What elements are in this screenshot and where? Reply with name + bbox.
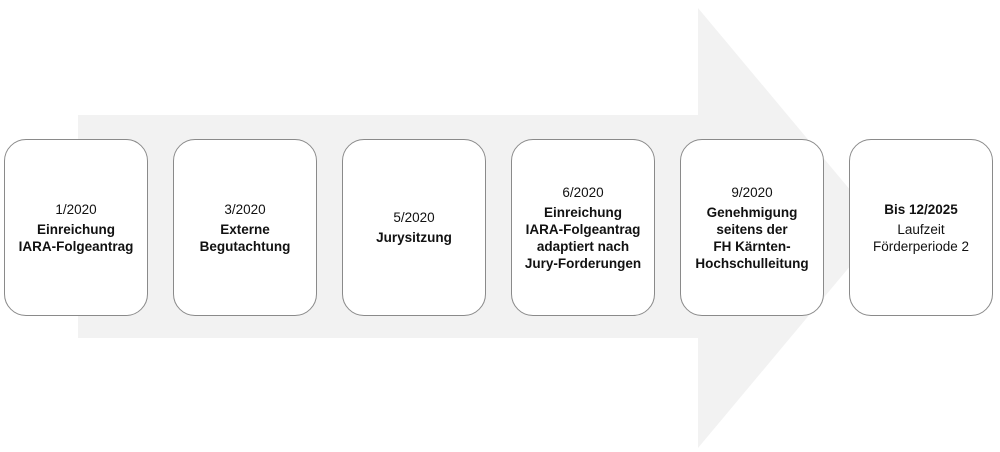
step-title: Externe Begutachtung <box>199 221 291 254</box>
step-title: Jurysitzung <box>376 230 452 245</box>
step-date: 5/2020 <box>393 210 435 225</box>
timeline-step-4: 6/2020 Einreichung IARA-Folgeantrag adap… <box>511 139 655 316</box>
timeline-step-5: 9/2020 Genehmigung seitens der FH Kärnte… <box>680 139 824 316</box>
step-title: Einreichung IARA-Folgeantrag adaptiert n… <box>524 204 642 271</box>
timeline-step-3: 5/2020 Jurysitzung <box>342 139 486 316</box>
step-date: 3/2020 <box>224 201 266 217</box>
step-title: Einreichung IARA-Folgeantrag <box>18 221 134 254</box>
final-subtitle: Laufzeit Förderperiode 2 <box>872 221 970 254</box>
timeline-step-1: 1/2020 Einreichung IARA-Folgeantrag <box>4 139 148 316</box>
step-title: Genehmigung seitens der FH Kärnten- Hoch… <box>695 204 809 271</box>
step-date: 1/2020 <box>55 201 97 217</box>
timeline-step-final: Bis 12/2025 Laufzeit Förderperiode 2 <box>849 139 993 316</box>
timeline-step-2: 3/2020 Externe Begutachtung <box>173 139 317 316</box>
step-date: 6/2020 <box>562 184 604 200</box>
final-title: Bis 12/2025 <box>884 201 958 217</box>
step-date: 9/2020 <box>731 184 773 200</box>
